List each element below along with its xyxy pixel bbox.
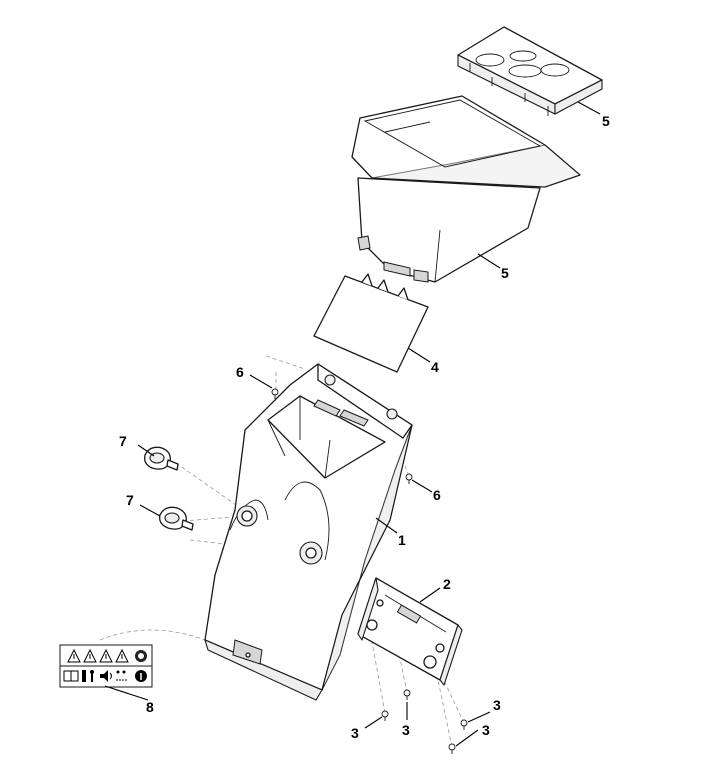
cup-holder-insert xyxy=(457,26,603,116)
warning-label xyxy=(59,644,153,688)
central-housing xyxy=(204,363,413,701)
knob-upper xyxy=(144,446,179,471)
warning-triangle-icon xyxy=(115,648,129,663)
callout-6-upper: 6 xyxy=(236,364,244,380)
callout-labels: 5 5 4 6 6 7 7 1 2 8 3 3 3 3 xyxy=(119,113,610,741)
cover-plate xyxy=(313,273,429,373)
knob-lower xyxy=(159,506,194,531)
leader-lines xyxy=(104,101,601,747)
callout-3-d: 3 xyxy=(482,722,490,738)
manual-book-icon xyxy=(63,670,79,682)
callout-5-insert: 5 xyxy=(602,113,610,129)
info-icon xyxy=(135,670,147,682)
callout-4: 4 xyxy=(431,359,439,375)
mounting-bracket xyxy=(357,577,463,686)
screw-6-lower xyxy=(405,473,413,484)
screw-3-c xyxy=(460,719,468,730)
callout-5-tray: 5 xyxy=(501,265,509,281)
screw-3-d xyxy=(448,743,456,754)
warning-triangle-icon xyxy=(67,648,81,663)
screw-3-a xyxy=(381,710,389,721)
screw-6-upper xyxy=(271,388,279,399)
operator-icon xyxy=(82,670,94,682)
callout-1: 1 xyxy=(398,532,406,548)
child-distance-icon xyxy=(116,670,128,681)
screw-3-b xyxy=(403,689,411,700)
callout-3-c: 3 xyxy=(493,697,501,713)
callout-3-a: 3 xyxy=(351,725,359,741)
callout-3-b: 3 xyxy=(402,722,410,738)
callout-7-lower: 7 xyxy=(126,492,134,508)
hand-prohibited-icon xyxy=(135,650,147,662)
callout-8: 8 xyxy=(146,699,154,715)
callout-2: 2 xyxy=(443,576,451,592)
callout-6-lower: 6 xyxy=(433,487,441,503)
callout-7-upper: 7 xyxy=(119,433,127,449)
warning-triangle-icon xyxy=(99,648,113,663)
warning-triangle-icon xyxy=(83,648,97,663)
noise-icon xyxy=(100,670,112,682)
storage-tray xyxy=(351,95,581,283)
